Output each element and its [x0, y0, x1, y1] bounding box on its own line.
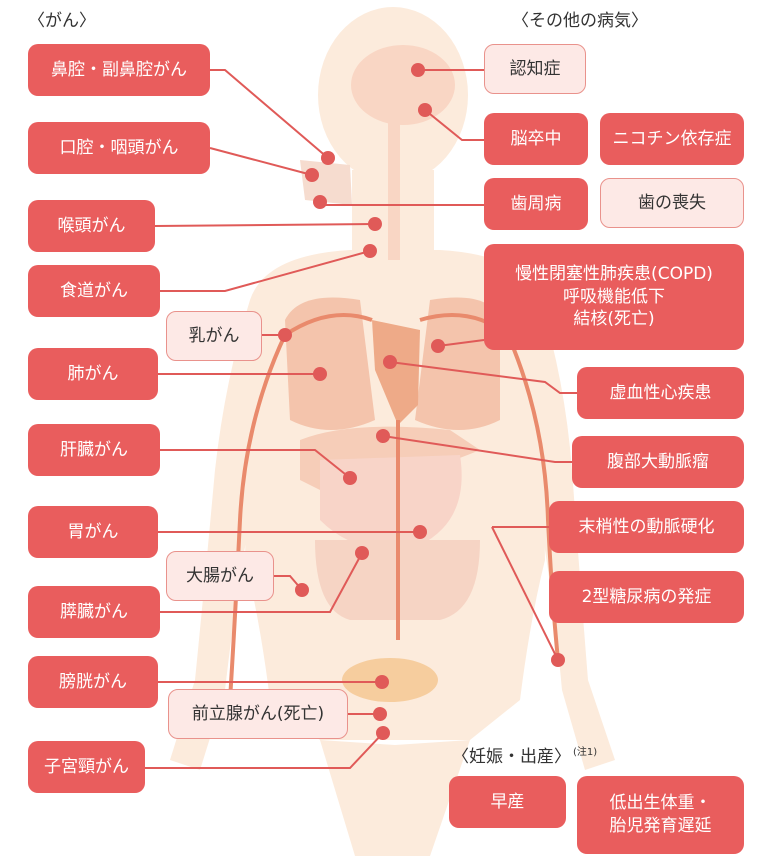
- label-low-birth-weight-line-1: 低出生体重・: [609, 793, 712, 814]
- pregnancy-heading: 〈妊娠・出産〉(注1): [452, 742, 597, 767]
- cancer-heading: 〈がん〉: [28, 11, 96, 31]
- label-oral-pharyngeal-cancer: 口腔・咽頭がん: [28, 122, 210, 174]
- label-nicotine-dependence: ニコチン依存症: [600, 113, 744, 165]
- bladder-illustration: [342, 658, 438, 702]
- label-preterm-birth: 早産: [449, 776, 566, 828]
- label-peripheral-arteriosclerosis: 末梢性の動脈硬化: [549, 501, 744, 553]
- label-copd-line-3: 結核(死亡): [573, 309, 655, 330]
- label-copd: 慢性閉塞性肺疾患(COPD) 呼吸機能低下 結核(死亡): [484, 244, 744, 350]
- label-esophageal-cancer: 食道がん: [28, 265, 160, 317]
- label-copd-line-2: 呼吸機能低下: [563, 286, 665, 307]
- other-diseases-heading: 〈その他の病気〉: [512, 11, 648, 31]
- label-nasal-sinus-cancer: 鼻腔・副鼻腔がん: [28, 44, 210, 96]
- label-type2-diabetes: 2型糖尿病の発症: [549, 571, 744, 623]
- label-breast-cancer: 乳がん: [166, 311, 262, 361]
- label-laryngeal-cancer: 喉頭がん: [28, 200, 155, 252]
- pregnancy-heading-text: 〈妊娠・出産〉: [452, 747, 571, 767]
- brain-illustration: [351, 45, 455, 125]
- label-liver-cancer: 肝臓がん: [28, 424, 160, 476]
- label-dementia: 認知症: [484, 44, 586, 94]
- label-lung-cancer: 肺がん: [28, 348, 158, 400]
- mouth-illustration: [300, 160, 352, 205]
- heart-illustration: [372, 320, 420, 425]
- spinal-cord-illustration: [388, 110, 400, 260]
- label-low-birth-weight: 低出生体重・ 胎児発育遅延: [577, 776, 744, 854]
- label-pancreatic-cancer: 膵臓がん: [28, 586, 160, 638]
- label-prostate-cancer: 前立腺がん(死亡): [168, 689, 348, 739]
- label-stomach-cancer: 胃がん: [28, 506, 158, 558]
- right-lung-illustration: [415, 297, 500, 430]
- label-ischemic-heart-disease: 虚血性心疾患: [577, 367, 744, 419]
- left-lung-illustration: [285, 297, 375, 430]
- label-copd-line-1: 慢性閉塞性肺疾患(COPD): [515, 263, 713, 284]
- label-cervical-cancer: 子宮頸がん: [28, 741, 145, 793]
- label-low-birth-weight-line-2: 胎児発育遅延: [609, 816, 712, 836]
- pregnancy-note-marker: (注1): [573, 747, 598, 759]
- label-tooth-loss: 歯の喪失: [600, 178, 744, 228]
- label-abdominal-aortic-aneurysm: 腹部大動脈瘤: [572, 436, 744, 488]
- anatomy-points: [278, 63, 565, 740]
- label-bladder-cancer: 膀胱がん: [28, 656, 158, 708]
- connector-lines: [145, 69, 577, 769]
- label-stroke: 脳卒中: [484, 113, 588, 165]
- label-periodontal-disease: 歯周病: [484, 178, 588, 230]
- label-colorectal-cancer: 大腸がん: [166, 551, 274, 601]
